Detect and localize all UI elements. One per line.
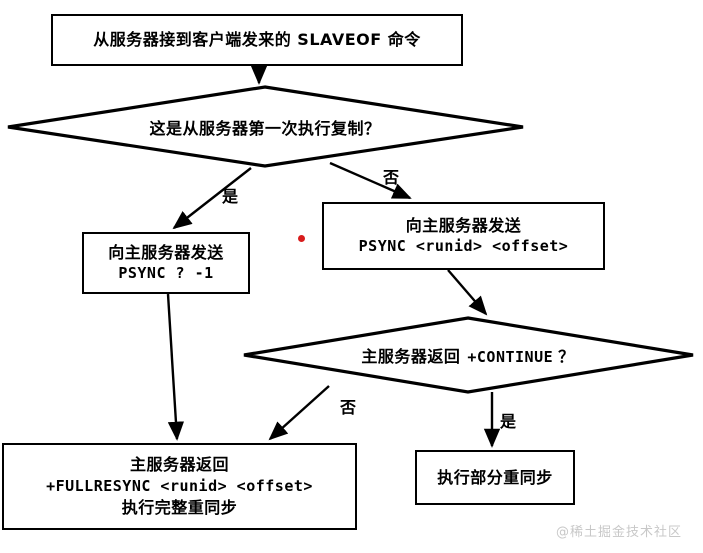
node-start-command: 从服务器接到客户端发来的 SLAVEOF 命令 xyxy=(51,14,463,66)
send-psync-full-line2: PSYNC ? -1 xyxy=(118,264,214,283)
edge-decision1-no-to-psync-partial xyxy=(329,161,412,200)
red-dot-artifact xyxy=(298,235,305,242)
full-resync-line2: +FULLRESYNC <runid> <offset> xyxy=(46,477,313,495)
edge-label-first-yes: 是 xyxy=(222,187,239,206)
edge-decision2-no-to-fullresync xyxy=(268,385,330,441)
edge-label-continue-yes: 是 xyxy=(500,412,517,431)
node-send-psync-full: 向主服务器发送 PSYNC ? -1 xyxy=(82,232,250,294)
full-resync-line1: 主服务器返回 xyxy=(129,455,229,475)
send-psync-partial-line2: PSYNC <runid> <offset> xyxy=(358,237,569,256)
edge-label-first-no: 否 xyxy=(383,168,400,187)
decision-continue-shape xyxy=(243,316,694,394)
full-resync-line3: 执行完整重同步 xyxy=(121,498,238,517)
edge-psync-full-to-fullresync xyxy=(166,293,185,441)
send-psync-full-line1: 向主服务器发送 xyxy=(108,242,224,262)
node-full-resync: 主服务器返回 +FULLRESYNC <runid> <offset> 执行完整… xyxy=(2,443,357,530)
watermark-text: @稀土掘金技术社区 xyxy=(556,525,683,540)
node-send-psync-partial: 向主服务器发送 PSYNC <runid> <offset> xyxy=(322,202,605,270)
start-command-text: 从服务器接到客户端发来的 SLAVEOF 命令 xyxy=(93,30,421,50)
decision-first-replication-shape xyxy=(7,85,524,168)
edge-label-continue-no: 否 xyxy=(340,398,357,417)
partial-resync-line1: 执行部分重同步 xyxy=(437,467,553,487)
send-psync-partial-line1: 向主服务器发送 xyxy=(405,215,522,235)
edge-decision1-yes-to-psync-full xyxy=(172,167,252,230)
edge-psync-partial-to-decision2 xyxy=(447,269,488,316)
node-partial-resync: 执行部分重同步 xyxy=(415,450,575,505)
